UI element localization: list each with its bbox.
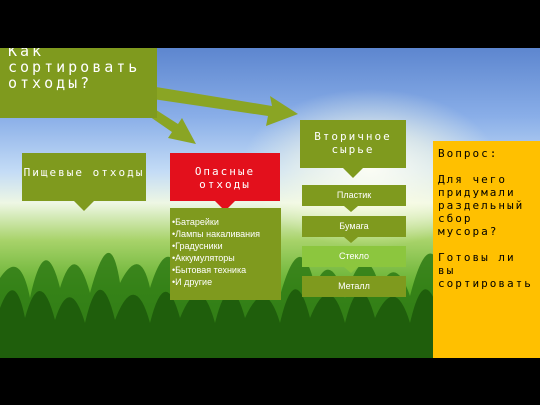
hazardous-pointer xyxy=(215,201,235,211)
slide-title: Как сортировать отходы? xyxy=(0,48,157,118)
node-hazardous-waste-label: Опасные отходы xyxy=(194,165,256,191)
food-pointer xyxy=(74,201,94,211)
question-text-2: Готовы ли вы сортировать xyxy=(438,251,533,290)
node-secondary-raw-label: Вторичное сырье xyxy=(314,130,392,156)
list-item: •Бытовая техника xyxy=(172,265,247,275)
list-item: •Градусники xyxy=(172,241,223,251)
connector-arrows xyxy=(146,86,298,144)
node-hazardous-waste: Опасные отходы xyxy=(170,153,280,201)
list-item: •И другие xyxy=(172,277,213,287)
category-glass: Стекло xyxy=(302,246,406,267)
grass-background xyxy=(0,252,540,358)
glass-pointer xyxy=(344,267,358,273)
plastic-pointer xyxy=(344,206,358,212)
arrow-to-hazardous xyxy=(146,106,196,144)
question-label: Вопрос: xyxy=(438,147,499,160)
question-text: Для чего придумали раздельный сбор мусор… xyxy=(438,173,525,238)
node-secondary-raw: Вторичное сырье xyxy=(300,120,406,168)
list-item: •Аккумуляторы xyxy=(172,253,235,263)
category-plastic: Пластик xyxy=(302,185,406,206)
hazardous-list: •Батарейки •Лампы накаливания •Градусник… xyxy=(170,208,281,300)
category-paper: Бумага xyxy=(302,216,406,237)
question-box: Вопрос: Для чего придумали раздельный сб… xyxy=(433,141,540,358)
list-item: •Батарейки xyxy=(172,217,219,227)
slide: Как сортировать отходы? Пищевые отходы О… xyxy=(0,48,540,358)
node-food-waste-label: Пищевые отходы xyxy=(23,166,145,179)
list-item: •Лампы накаливания xyxy=(172,229,261,239)
secondary-pointer xyxy=(343,168,363,178)
node-food-waste: Пищевые отходы xyxy=(22,153,146,201)
paper-pointer xyxy=(344,237,358,243)
category-metal: Металл xyxy=(302,276,406,297)
arrow-to-secondary xyxy=(146,86,298,126)
